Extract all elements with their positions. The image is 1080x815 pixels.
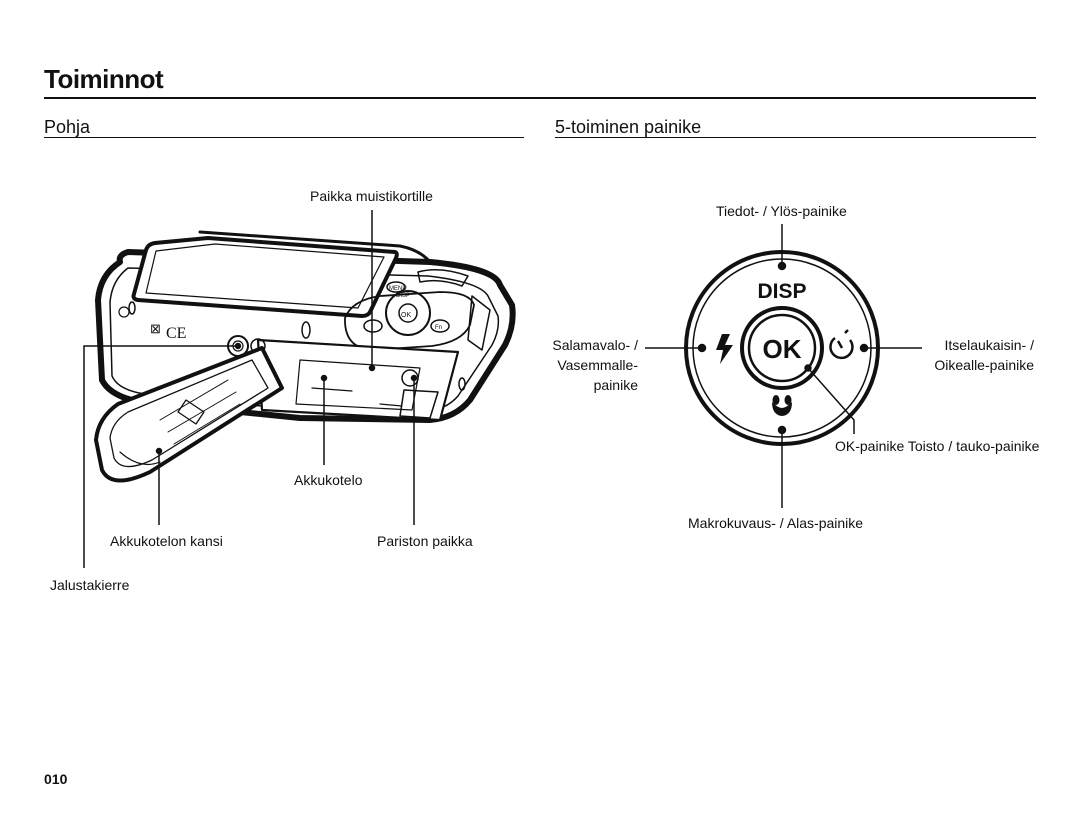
right-leader-lines xyxy=(645,224,922,508)
page-number: 010 xyxy=(44,771,68,787)
label-left-button-1: Salamavalo- / xyxy=(552,337,638,353)
page-title: Toiminnot xyxy=(44,64,164,94)
dial-ok-label: OK xyxy=(763,334,802,364)
macro-icon xyxy=(772,395,792,416)
label-left-button-3: painike xyxy=(593,377,638,393)
camera-disp-mark: DISP xyxy=(396,293,410,299)
label-up-button: Tiedot- / Ylös-painike xyxy=(716,203,847,219)
section-divider-left xyxy=(44,137,524,138)
section-heading-5-way: 5-toiminen painike xyxy=(555,117,702,137)
label-battery-slot: Pariston paikka xyxy=(377,533,473,549)
svg-text:CE: CE xyxy=(166,325,186,342)
label-tripod-socket: Jalustakierre xyxy=(50,577,130,593)
label-ok-button: OK-painike Toisto / tauko-painike xyxy=(835,438,1040,454)
label-battery-cover: Akkukotelon kansi xyxy=(110,533,223,549)
label-right-button-1: Itselaukaisin- / xyxy=(944,337,1034,353)
label-memory-card-slot: Paikka muistikortille xyxy=(310,188,433,204)
label-right-button-2: Oikealle-painike xyxy=(934,357,1034,373)
camera-menu-mark: MENU xyxy=(389,286,407,292)
camera-bottom-illustration: OK DISP Fn MENU ⊠ CE xyxy=(94,230,516,483)
label-battery-chamber: Akkukotelo xyxy=(294,472,363,488)
dial-disp-label: DISP xyxy=(757,280,806,303)
camera-ok-mark: OK xyxy=(401,312,411,319)
section-heading-pohja: Pohja xyxy=(44,117,91,137)
label-left-button-2: Vasemmalle- xyxy=(557,357,638,373)
self-timer-icon xyxy=(829,329,854,360)
left-leader-lines xyxy=(83,210,418,568)
flash-icon xyxy=(716,334,733,364)
title-divider xyxy=(44,97,1036,99)
camera-fn-mark: Fn xyxy=(435,325,442,331)
label-down-button: Makrokuvaus- / Alas-painike xyxy=(688,515,864,531)
svg-text:⊠: ⊠ xyxy=(150,321,161,336)
section-divider-right xyxy=(555,137,1036,138)
